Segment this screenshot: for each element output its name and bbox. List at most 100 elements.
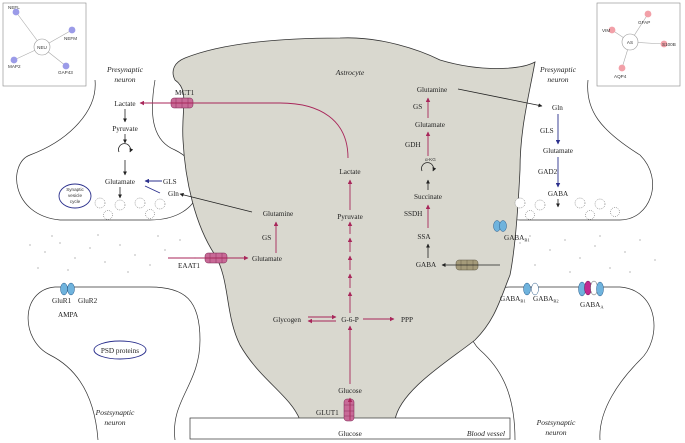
right-glutamate-label: Glutamate (543, 147, 573, 155)
post-gabab1-label: GABAB1 (500, 295, 526, 304)
nefm-node (68, 26, 76, 34)
blood-vessel-label: Blood vessel (467, 429, 505, 438)
astro-lactate: Lactate (339, 168, 360, 176)
left-gls-label: GLS (163, 178, 177, 186)
astro-ssdh: SSDH (404, 210, 422, 218)
pre-gabab-label: GABAB1 (504, 234, 530, 243)
astro-pyruvate: Pyruvate (337, 213, 363, 221)
glur1-label: GluR1 (52, 297, 72, 305)
right-tca-cycle-icon (421, 162, 437, 172)
astro-glutamine-right: Glutamine (417, 86, 447, 94)
gfap-node (644, 10, 652, 18)
astrocyte-body (172, 37, 536, 421)
right-gln-label: Gln (552, 104, 563, 112)
aqp4-label: AQP4 (614, 74, 627, 79)
left-presynaptic-outline (16, 79, 200, 221)
left-lactate-label: Lactate (114, 100, 135, 108)
synaptic-vesicle-cycle-circle (58, 183, 92, 209)
gabab1-presynaptic-receptor (493, 220, 507, 232)
astro-ppp: PPP (401, 316, 413, 324)
right-gaba-label: GABA (548, 190, 569, 198)
s100b-node (660, 40, 668, 48)
right-post-title-2: neuron (545, 428, 566, 437)
glutamine-to-gln-right-arrow (457, 88, 543, 108)
aqp4-node (618, 64, 626, 72)
astro-ssa: SSA (417, 233, 431, 241)
mct1-label: MCT1 (175, 89, 195, 97)
nefl-node (12, 8, 20, 16)
right-gad2-label: GAD2 (538, 168, 558, 176)
neu-center-node (33, 38, 51, 56)
astro-glutamate-right: Glutamate (415, 121, 445, 129)
vim-node (608, 26, 616, 34)
gabab-postsynaptic-receptors (523, 282, 539, 296)
right-vesicles (514, 197, 620, 220)
left-gln-label: Gln (168, 190, 179, 198)
glut1-label: GLUT1 (316, 409, 339, 417)
left-presynaptic-arrows (118, 109, 134, 199)
left-tca-cycle-icon (118, 143, 134, 153)
s100b-label: S100B (662, 42, 676, 47)
map2-label: MAP2 (8, 64, 21, 69)
gap43-label: GAP43 (58, 70, 73, 75)
ampa-receptors (60, 282, 75, 296)
astro-g6p: G-6-P (341, 316, 359, 324)
astro-gs-left: GS (262, 234, 271, 242)
gfap-label: GFAP (638, 20, 650, 25)
right-gls-label: GLS (540, 127, 554, 135)
network-left-inset: NEU NEFL NEFM MAP2 GAP43 (2, 2, 87, 87)
astro-glutamine-left: Glutamine (263, 210, 293, 218)
neuron-outlines (16, 79, 655, 441)
right-pre-title-1: Presynaptic (539, 65, 577, 74)
astro-akg: α-KG (425, 157, 436, 162)
blood-glucose-label: Glucose (338, 430, 362, 438)
left-vesicles (94, 197, 166, 220)
map2-node (10, 56, 18, 64)
right-postsynaptic-outline (468, 286, 655, 441)
left-post-title-1: Postsynaptic (95, 408, 135, 417)
psd-proteins-ellipse (93, 340, 147, 360)
post-gabab2-label: GABAB2 (533, 295, 559, 304)
astrocyte-title: Astrocyte (335, 68, 365, 77)
ampa-label: AMPA (58, 311, 79, 319)
left-pre-title-2: neuron (114, 75, 135, 84)
vim-label: VIM (602, 28, 610, 33)
nefm-label: NEFM (64, 36, 77, 41)
glut1-transporter (343, 398, 355, 422)
eaat1-label: EAAT1 (178, 262, 200, 270)
psd-proteins-label: PSD proteins (101, 347, 139, 355)
gap43-node (62, 62, 70, 70)
astro-gaba: GABA (416, 261, 437, 269)
right-presynaptic-text: Presynaptic neuron Gln GLS Glutamate GAD… (538, 65, 577, 198)
gabaa-receptor (578, 280, 604, 297)
as-center-label: AS (627, 40, 633, 45)
left-postsynaptic-outline (27, 286, 201, 441)
vesicle-label-1: Synaptic (66, 187, 84, 192)
vesicle-label-2: vesicle (68, 193, 82, 198)
right-post-title-1: Postsynaptic (536, 418, 576, 427)
right-pre-title-2: neuron (547, 75, 568, 84)
astro-gdh: GDH (405, 141, 421, 149)
astro-glucose: Glucose (338, 387, 362, 395)
left-gln-link (144, 185, 161, 194)
astro-succinate: Succinate (414, 193, 442, 201)
glycolysis-arrows (307, 179, 395, 420)
left-pyruvate-label: Pyruvate (112, 125, 138, 133)
as-center-node (621, 33, 639, 51)
nefl-label: NEFL (8, 5, 20, 10)
post-gabaa-label: GABAA (580, 301, 604, 310)
astro-glycogen: Glycogen (273, 316, 301, 324)
vesicle-label-3: cycle (70, 199, 81, 204)
left-presynaptic-text: Presynaptic neuron Lactate Pyruvate Glut… (105, 65, 179, 198)
left-glutamate-label: Glutamate (105, 178, 135, 186)
glur2-label: GluR2 (78, 297, 98, 305)
left-post-title-2: neuron (104, 418, 125, 427)
neu-center-label: NEU (37, 45, 47, 50)
astro-gs-right: GS (413, 103, 422, 111)
left-pre-title-1: Presynaptic (106, 65, 144, 74)
glutamine-to-gln-arrow (179, 192, 253, 213)
lactate-export-arrow (139, 100, 349, 159)
network-right-inset: AS GFAP VIM S100B AQP4 (596, 2, 681, 87)
